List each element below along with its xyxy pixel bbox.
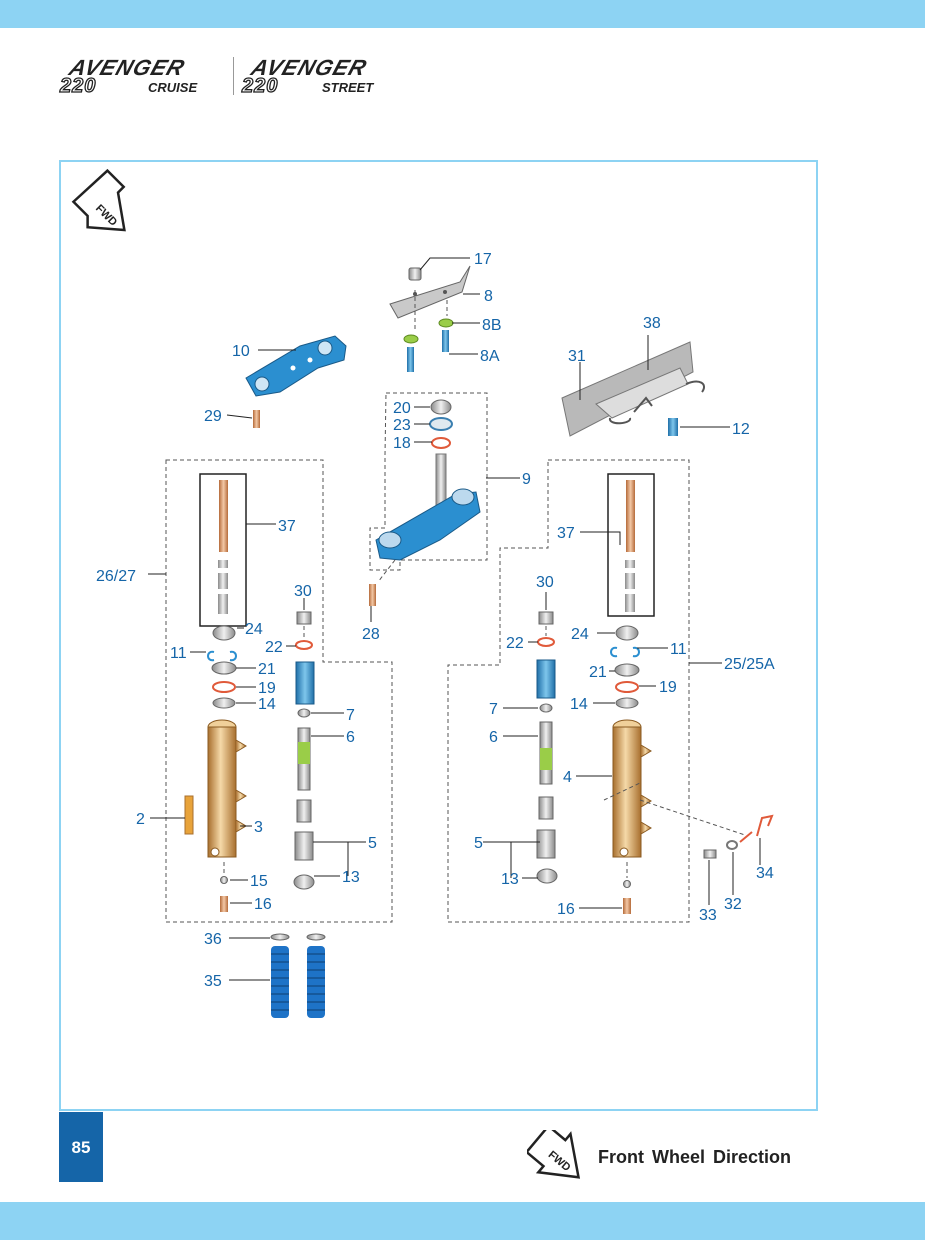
callout-8a: 8A xyxy=(480,348,500,365)
callout-2: 2 xyxy=(136,811,145,828)
callout-36: 36 xyxy=(204,931,222,948)
callout-32: 32 xyxy=(724,896,742,913)
callout-28: 28 xyxy=(362,626,380,643)
callout-33: 33 xyxy=(699,907,717,924)
diagram-frame xyxy=(59,160,818,1111)
callout-17: 17 xyxy=(474,251,492,268)
callout-37-left: 37 xyxy=(278,518,296,535)
page-number-badge: 85 xyxy=(59,1112,103,1182)
callout-37-right: 37 xyxy=(557,525,575,542)
callout-4: 4 xyxy=(563,769,572,786)
brand-logo: AVENGER 220 CRUISE AVENGER 220 STREET xyxy=(59,55,420,100)
callout-21-left: 21 xyxy=(258,661,276,678)
callout-23: 23 xyxy=(393,417,411,434)
right-fork-group-outline xyxy=(447,459,690,923)
callout-38: 38 xyxy=(643,315,661,332)
callout-3: 3 xyxy=(254,819,263,836)
callout-30-right: 30 xyxy=(536,574,554,591)
headlight-bracket-assembly xyxy=(389,265,471,372)
steering-stem-assembly xyxy=(369,399,481,606)
callout-15: 15 xyxy=(250,873,268,890)
callout-31: 31 xyxy=(568,348,586,365)
callout-13-left: 13 xyxy=(342,869,360,886)
fwd-legend-icon: FWD xyxy=(527,1130,581,1179)
steering-stem-group-outline xyxy=(369,392,488,571)
callout-24-left: 24 xyxy=(245,621,263,638)
callout-22-right: 22 xyxy=(506,635,524,652)
logo-model-right: 220 xyxy=(241,74,279,97)
group-outlines xyxy=(165,392,690,923)
callout-34: 34 xyxy=(756,865,774,882)
callout-14-right: 14 xyxy=(570,696,588,713)
assembly-dashed-links xyxy=(223,290,746,878)
right-outer-tube-assembly xyxy=(612,719,774,914)
callout-11-left: 11 xyxy=(170,645,187,662)
callout-26-27: 26/27 xyxy=(96,568,136,585)
left-outer-tube-assembly xyxy=(184,719,247,912)
bottom-band xyxy=(0,1202,925,1240)
leader-lines xyxy=(148,257,761,981)
callout-24-right: 24 xyxy=(571,626,589,643)
callout-35: 35 xyxy=(204,973,222,990)
callout-12: 12 xyxy=(732,421,750,438)
legend-text: Front Wheel Direction xyxy=(598,1147,792,1167)
callout-21-right: 21 xyxy=(589,664,607,681)
callout-19-right: 19 xyxy=(659,679,677,696)
callout-8: 8 xyxy=(484,288,493,305)
callout-29: 29 xyxy=(204,408,222,425)
cover-plate-assembly xyxy=(561,341,705,437)
callout-19-left: 19 xyxy=(258,680,276,697)
top-band xyxy=(0,0,925,28)
callout-labels: 17 8 8B 8A 10 29 38 31 12 20 23 18 9 28 … xyxy=(96,251,775,990)
left-fork-internals xyxy=(199,473,315,890)
callout-16-left: 16 xyxy=(254,896,272,913)
left-fork-group-outline xyxy=(165,459,393,923)
callout-11-right: 11 xyxy=(670,641,687,658)
logo-sub-left: CRUISE xyxy=(148,80,198,95)
callout-7-right: 7 xyxy=(489,701,498,718)
callout-13-right: 13 xyxy=(501,871,519,888)
fwd-arrow-icon: FWD xyxy=(71,168,126,232)
callout-16-right: 16 xyxy=(557,901,575,918)
callout-8b: 8B xyxy=(482,317,502,334)
callout-5-left: 5 xyxy=(368,835,377,852)
callout-6-left: 6 xyxy=(346,729,355,746)
callout-7-left: 7 xyxy=(346,707,355,724)
callout-9: 9 xyxy=(522,471,531,488)
callout-14-left: 14 xyxy=(258,696,276,713)
logo-sub-right: STREET xyxy=(322,80,374,95)
right-fork-internals xyxy=(536,473,655,884)
logo-model-left: 220 xyxy=(59,74,97,97)
callout-20: 20 xyxy=(393,400,411,417)
top-bridge-assembly xyxy=(245,335,347,428)
callout-22-left: 22 xyxy=(265,639,283,656)
callout-25-25a: 25/25A xyxy=(724,656,775,673)
logo-divider xyxy=(233,57,234,95)
callout-10: 10 xyxy=(232,343,250,360)
callout-18: 18 xyxy=(393,435,411,452)
callout-5-right: 5 xyxy=(474,835,483,852)
fork-boot-pair xyxy=(270,933,326,1018)
callout-6-right: 6 xyxy=(489,729,498,746)
callout-30-left: 30 xyxy=(294,583,312,600)
